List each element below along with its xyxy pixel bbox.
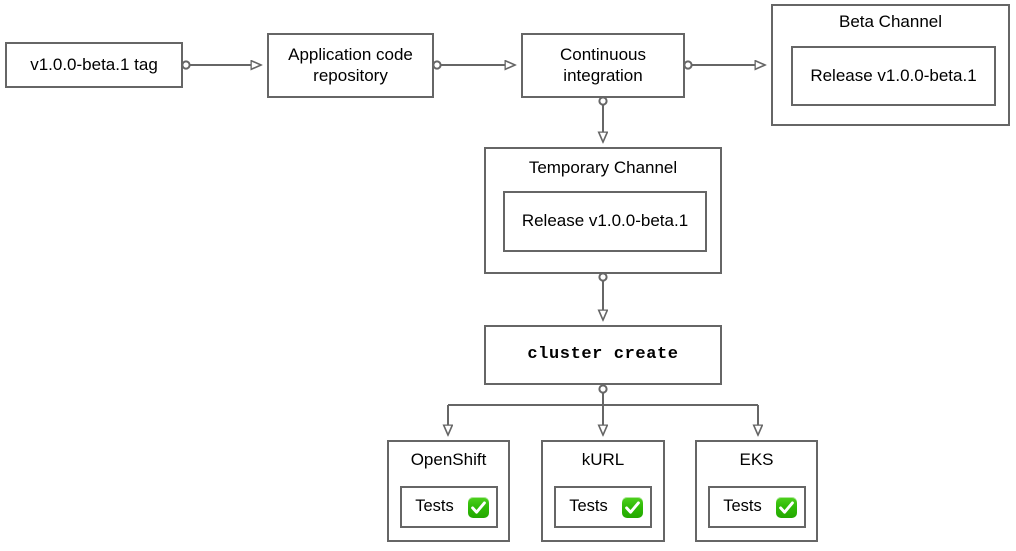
node-temporary-channel: Temporary Channel Release v1.0.0-beta.1 — [484, 147, 722, 274]
node-cluster-create: cluster create — [484, 325, 722, 385]
node-openshift: OpenShift Tests — [387, 440, 510, 542]
white-heavy-check-mark-icon — [467, 496, 489, 518]
node-temporary-channel-release-box: Release v1.0.0-beta.1 — [503, 191, 707, 252]
node-cluster-create-label: cluster create — [527, 344, 679, 364]
node-beta-channel: Beta Channel Release v1.0.0-beta.1 — [771, 4, 1010, 126]
node-eks-tests-box: Tests — [708, 486, 806, 528]
node-eks: EKS Tests — [695, 440, 818, 542]
node-beta-channel-release-box: Release v1.0.0-beta.1 — [791, 46, 996, 106]
node-eks-title: EKS — [739, 450, 774, 469]
node-tag: v1.0.0-beta.1 tag — [5, 42, 183, 88]
node-temporary-channel-release-label: Release v1.0.0-beta.1 — [521, 211, 689, 231]
node-beta-channel-release-label: Release v1.0.0-beta.1 — [810, 65, 977, 85]
node-temporary-channel-title: Temporary Channel — [528, 158, 678, 177]
node-kurl-title: kURL — [581, 450, 625, 469]
node-openshift-title: OpenShift — [410, 450, 487, 469]
node-application-code-repository-label: Application code repository — [288, 45, 413, 85]
eks-tests-row: Tests — [717, 496, 797, 518]
node-continuous-integration-label: Continuous integration — [559, 45, 646, 85]
node-eks-tests-label: Tests — [723, 497, 762, 516]
node-kurl: kURL Tests — [541, 440, 665, 542]
node-kurl-tests-box: Tests — [554, 486, 652, 528]
node-openshift-tests-label: Tests — [415, 497, 454, 516]
node-application-code-repository: Application code repository — [267, 33, 434, 98]
kurl-tests-row: Tests — [563, 496, 643, 518]
node-tag-label: v1.0.0-beta.1 tag — [30, 54, 158, 74]
node-kurl-tests-label: Tests — [569, 497, 608, 516]
node-openshift-tests-box: Tests — [400, 486, 498, 528]
node-continuous-integration: Continuous integration — [521, 33, 685, 98]
white-heavy-check-mark-icon — [775, 496, 797, 518]
openshift-tests-row: Tests — [409, 496, 489, 518]
node-beta-channel-title: Beta Channel — [838, 12, 943, 31]
white-heavy-check-mark-icon — [621, 496, 643, 518]
